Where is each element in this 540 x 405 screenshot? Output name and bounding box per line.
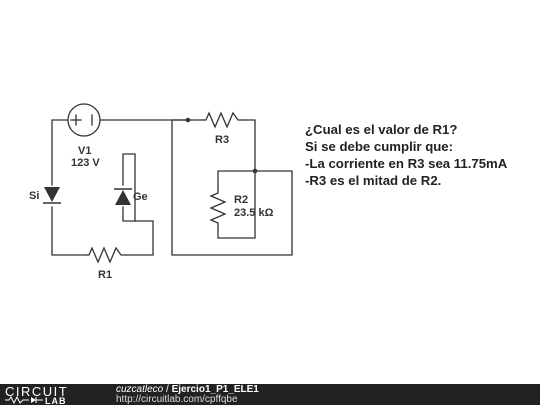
r1-label: R1 — [98, 269, 112, 281]
logo-bottom-text: LAB — [45, 396, 67, 404]
junction-dot — [185, 117, 191, 123]
question-line: Si se debe cumplir que: — [305, 139, 454, 154]
wires — [51, 119, 293, 256]
r3-resistor — [202, 111, 242, 129]
logo-top-text: CIRCUIT — [5, 385, 68, 399]
r2-resistor — [209, 189, 227, 227]
logo-resistor-icon — [5, 395, 29, 404]
author-link[interactable]: cuzcatleco — [116, 384, 164, 395]
r3-label: R3 — [215, 134, 229, 146]
r2-label: R2 — [234, 194, 248, 206]
ge-label: Ge — [133, 191, 148, 203]
circuit-url-link[interactable]: http://circuitlab.com/cpffqbe — [116, 394, 238, 405]
r2-value: 23.5 kΩ — [234, 207, 274, 219]
question-line: -R3 es el mitad de R2. — [305, 173, 442, 188]
logo-diode-icon — [31, 397, 36, 403]
v1-voltage-source — [67, 103, 101, 137]
footer-separator: / — [163, 384, 172, 395]
v1-label: V1 — [78, 145, 91, 157]
circuit-title[interactable]: Ejercio1_P1_ELE1 — [171, 384, 259, 395]
si-label: Si — [29, 190, 39, 202]
question-line: ¿Cual es el valor de R1? — [305, 122, 458, 137]
circuitlab-logo[interactable]: CIRCUIT LAB — [5, 385, 109, 404]
circuit-schematic: V1 123 V R3 R2 23.5 kΩ Si Ge R1 — [29, 103, 293, 281]
si-diode — [43, 187, 61, 204]
footer-text: cuzcatleco / Ejercio1_P1_ELE1 http://cir… — [116, 385, 259, 405]
problem-statement: ¿Cual es el valor de R1? Si se debe cump… — [305, 121, 507, 189]
v1-value: 123 V — [71, 157, 100, 169]
footer-bar: CIRCUIT LAB cuzcatleco / Ejercio1_P1_ELE… — [0, 384, 540, 405]
question-line: -La corriente en R3 sea 11.75mA — [305, 156, 508, 171]
r1-resistor — [85, 246, 127, 264]
ge-diode — [114, 188, 132, 205]
junction-dot — [252, 168, 258, 174]
